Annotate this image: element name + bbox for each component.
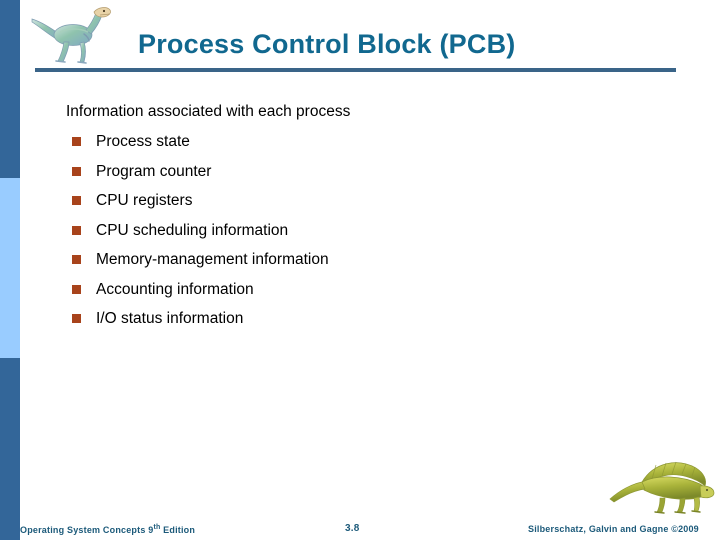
list-item: Accounting information <box>66 280 686 299</box>
sidebar-accent-top <box>0 0 20 178</box>
list-item-label: CPU scheduling information <box>96 221 289 239</box>
footer-book-name: Operating System Concepts <box>20 525 149 535</box>
list-item-label: CPU registers <box>96 192 193 209</box>
page-title: Process Control Block (PCB) <box>138 29 516 59</box>
list-item-label: Accounting information <box>96 280 254 298</box>
square-bullet-icon <box>72 284 81 294</box>
list-item-label: Memory-management information <box>96 251 329 268</box>
footer-edition-number: 9 <box>148 525 154 535</box>
slide-number: 3.8 <box>345 523 360 534</box>
list-item: Program counter <box>66 162 686 181</box>
square-bullet-icon <box>72 196 81 205</box>
square-bullet-icon <box>72 137 81 146</box>
list-item: I/O status information <box>66 309 686 328</box>
square-bullet-icon <box>72 314 81 323</box>
sidebar-accent-bottom <box>0 358 20 540</box>
slide-body: Information associated with each process… <box>66 102 686 339</box>
footer-copyright: Silberschatz, Galvin and Gagne ©2009 <box>528 524 699 534</box>
title-divider <box>35 68 676 72</box>
list-item-label: Program counter <box>96 162 212 180</box>
square-bullet-icon <box>72 166 81 176</box>
list-item-label: Process state <box>96 133 190 150</box>
square-bullet-icon <box>72 255 81 264</box>
list-item: Process state <box>66 132 686 151</box>
pcb-field-list: Process state Program counter CPU regist… <box>66 132 686 328</box>
dinosaur-theropod-icon <box>28 2 114 68</box>
list-item: Memory-management information <box>66 250 686 269</box>
square-bullet-icon <box>72 225 81 235</box>
sidebar-accent-middle <box>0 178 20 358</box>
footer-book-title: Operating System Concepts 9th Edition <box>20 524 195 535</box>
list-item: CPU scheduling information <box>66 221 686 240</box>
footer-edition-tail: Edition <box>160 525 196 535</box>
list-item: CPU registers <box>66 191 686 210</box>
footer-edition-ordinal: th <box>153 524 161 531</box>
list-item-label: I/O status information <box>96 310 244 327</box>
dinosaur-sail-back-icon <box>608 452 716 514</box>
lead-paragraph: Information associated with each process <box>66 103 351 120</box>
